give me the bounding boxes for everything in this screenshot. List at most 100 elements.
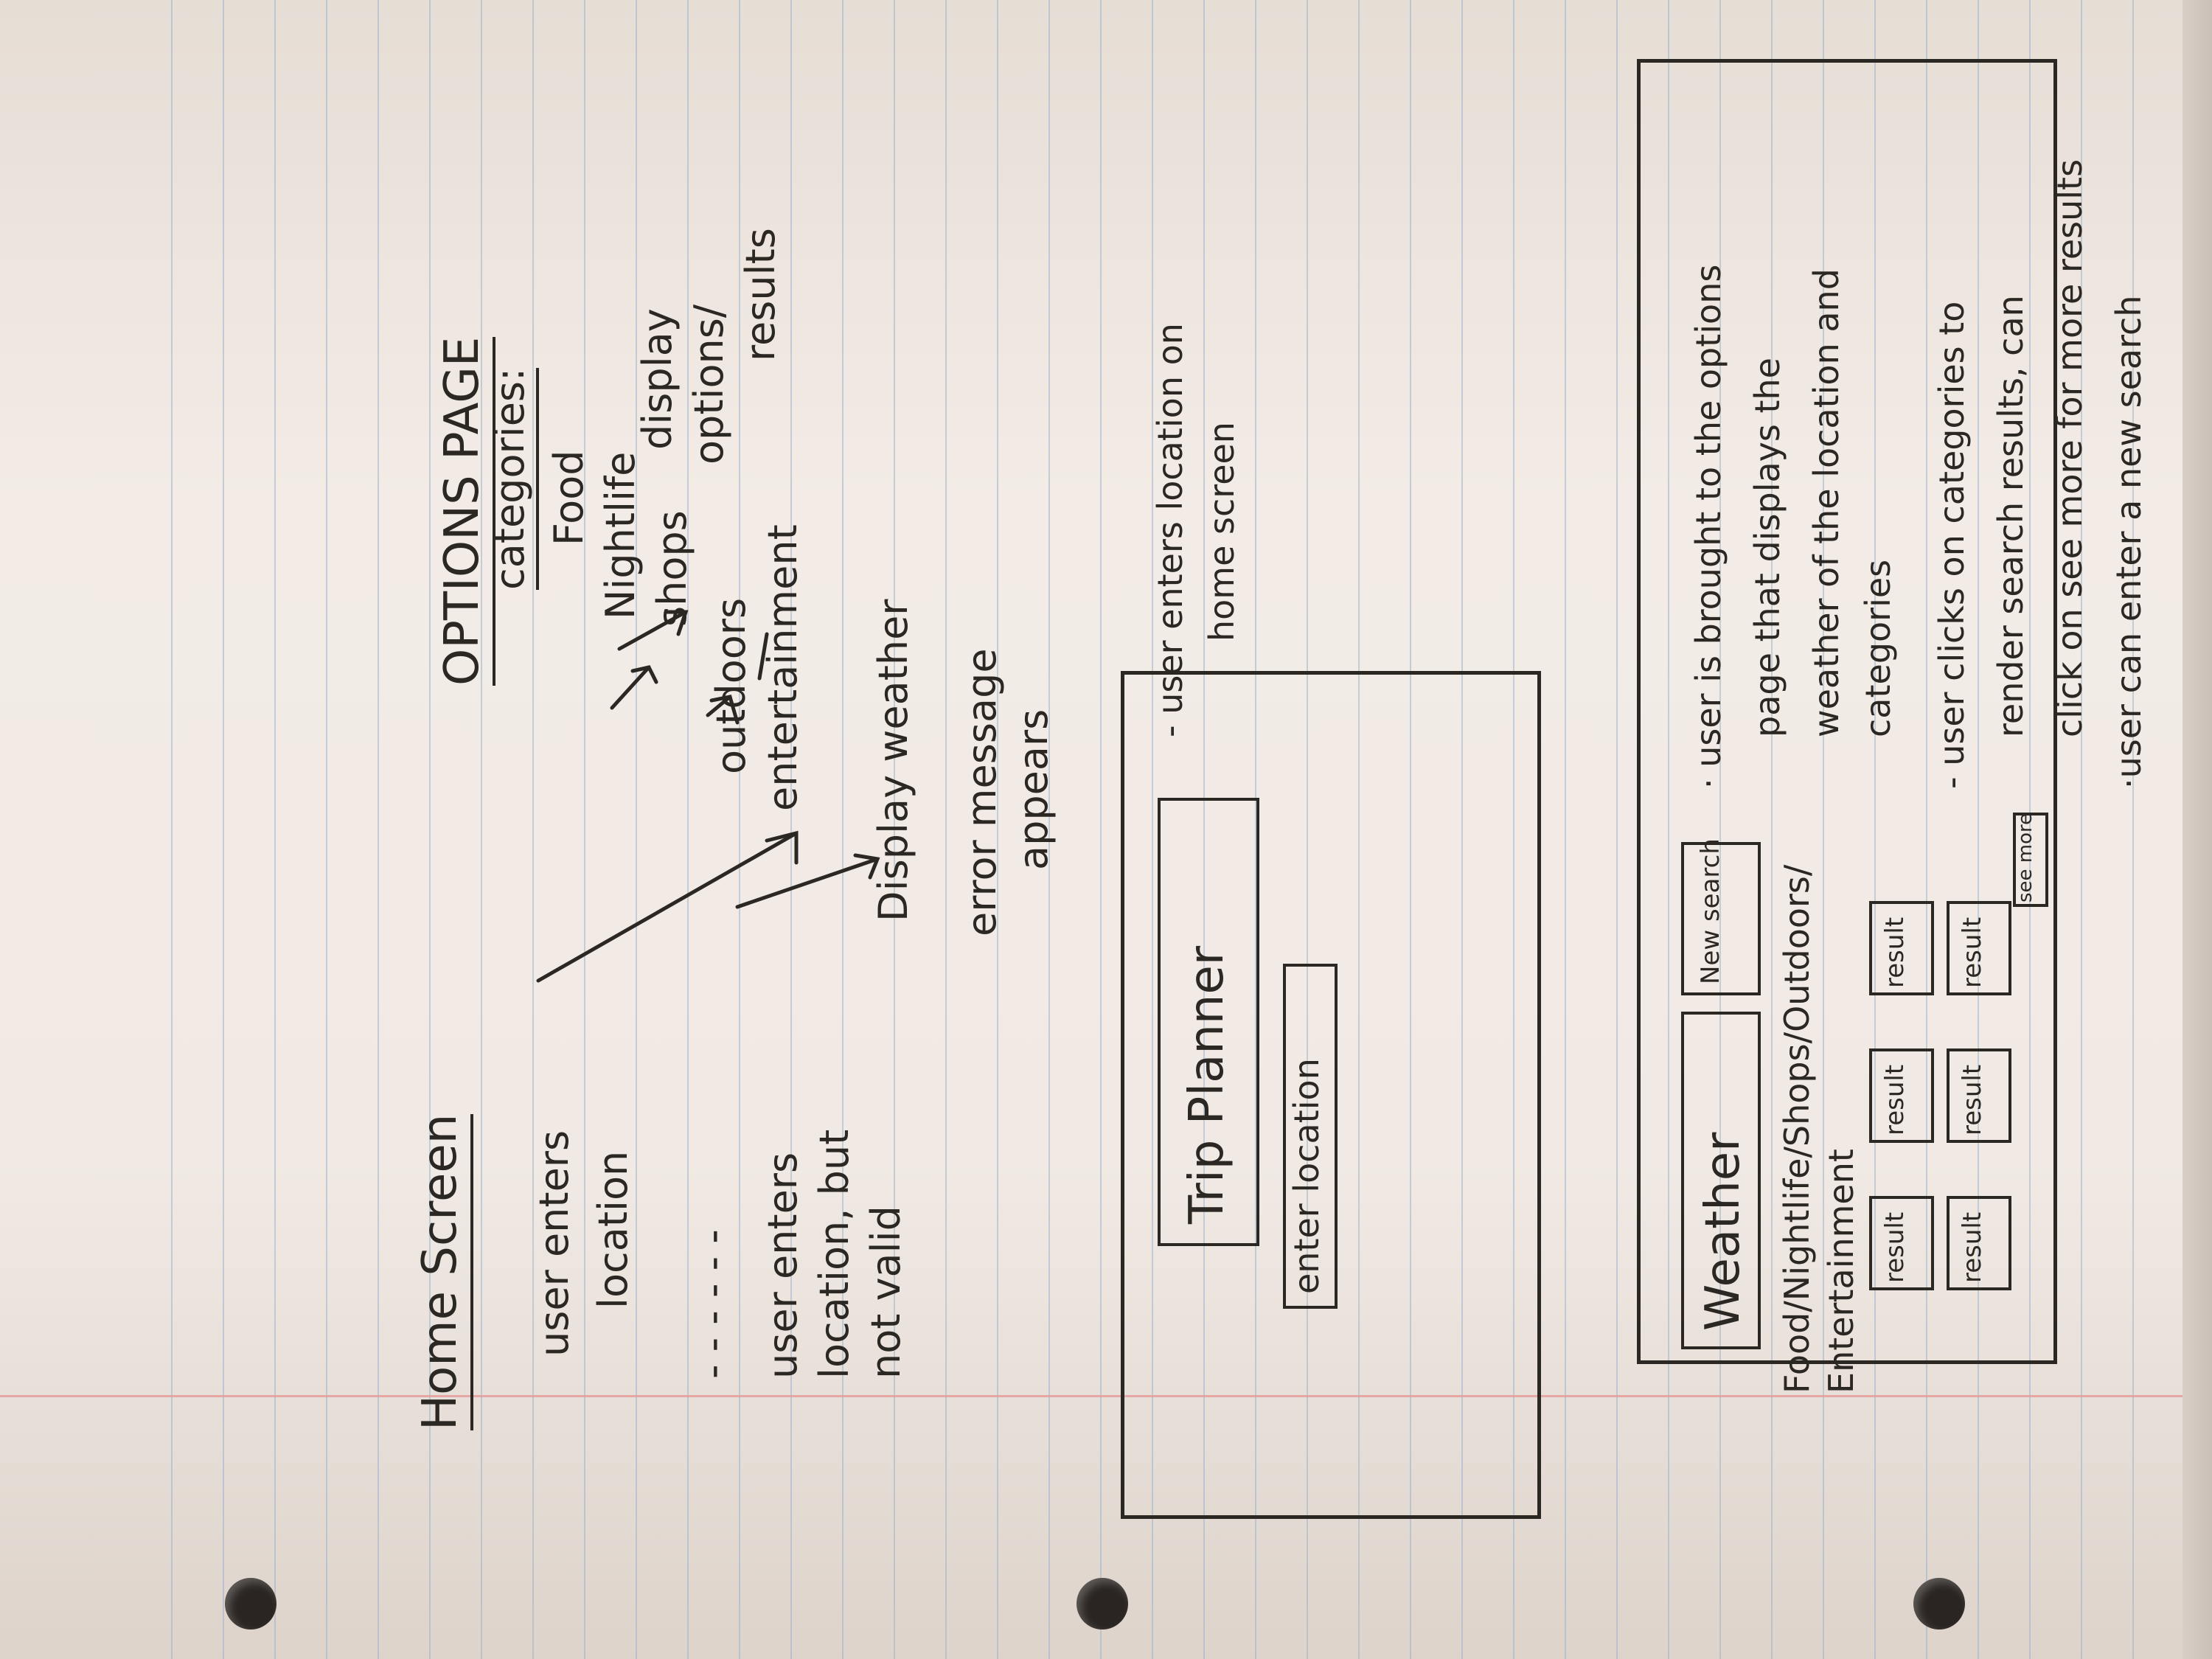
flow2-line2: location, but (811, 1129, 858, 1379)
options-note-line3: weather of the location and (1806, 268, 1846, 737)
rule-line (997, 0, 998, 1659)
rule-line (1823, 0, 1824, 1659)
arrow-head (709, 695, 740, 725)
result-label: result (1880, 917, 1910, 988)
results-note-line4: ·user can enter a new search (2109, 295, 2149, 789)
rule-line (945, 0, 947, 1659)
rule-line (1616, 0, 1618, 1659)
arrow-head (853, 853, 880, 880)
rule-line (1152, 0, 1153, 1659)
options-note-line1: · user is brought to the options (1688, 264, 1728, 789)
arrow-home-to-options (536, 831, 799, 983)
flow1-line2: location (590, 1150, 636, 1309)
results-note-line2: render search results, can (1991, 295, 2031, 737)
rule-line (223, 0, 224, 1659)
flow2-line1: user enters (759, 1152, 806, 1379)
display-line2: options/ (686, 304, 732, 465)
display-line1: display (634, 308, 681, 450)
rule-line (636, 0, 637, 1659)
result-label: result (1958, 1064, 1987, 1135)
rule-line (1358, 0, 1360, 1659)
options-note-line4: categories (1858, 559, 1898, 737)
app-title: Trip Planner (1180, 945, 1234, 1224)
error-line1: error message (959, 648, 1005, 936)
rule-line (894, 0, 895, 1659)
rule-line (481, 0, 482, 1659)
rule-line (1048, 0, 1050, 1659)
rule-line (1978, 0, 1979, 1659)
category-nightlife: Nightlife (597, 451, 644, 619)
rule-line (378, 0, 379, 1659)
rule-line (1668, 0, 1669, 1659)
category-shops: shops (649, 510, 695, 627)
error-line2: appears (1010, 709, 1057, 870)
rule-line (1461, 0, 1463, 1659)
arrow-entertainment (757, 632, 769, 681)
home-note-line2: home screen (1202, 422, 1242, 641)
results-note-line1: - user clicks on categories to (1932, 301, 1972, 789)
categories-label: categories: (487, 367, 539, 590)
rule-line (1513, 0, 1514, 1659)
categories-line1[interactable]: Food/Nightlife/Shops/Outdoors/ (1777, 864, 1817, 1394)
rule-line (1410, 0, 1411, 1659)
rule-line (1255, 0, 1256, 1659)
rule-line (687, 0, 689, 1659)
rule-line (1203, 0, 1205, 1659)
result-label: result (1880, 1064, 1910, 1135)
rule-line (2132, 0, 2134, 1659)
rule-line (1719, 0, 1721, 1659)
flow2-line3: not valid (863, 1206, 909, 1379)
categories-line2[interactable]: Entertainment (1821, 1149, 1861, 1394)
display-line3: results (737, 228, 784, 361)
rule-line (1926, 0, 1927, 1659)
rule-line (532, 0, 534, 1659)
rule-line (2081, 0, 2082, 1659)
rule-line (842, 0, 844, 1659)
result-label: result (1958, 1211, 1987, 1283)
arrow-head (630, 665, 658, 684)
rule-line (171, 0, 173, 1659)
home-screen-title: Home Screen (413, 1113, 473, 1430)
binder-hole (1913, 1578, 1965, 1630)
new-search-label: New search (1696, 838, 1725, 984)
category-outdoors: outdoors (708, 597, 754, 774)
result-label: result (1958, 917, 1987, 988)
dash-divider: - - - - - - (689, 1229, 736, 1379)
rule-line (274, 0, 276, 1659)
rule-line (790, 0, 792, 1659)
display-weather: Display weather (870, 599, 917, 922)
rule-line (1771, 0, 1773, 1659)
rule-line (1565, 0, 1566, 1659)
category-food: Food (546, 450, 592, 546)
rule-line (2029, 0, 2031, 1659)
rule-line (1100, 0, 1102, 1659)
binder-hole (1077, 1578, 1128, 1630)
rule-line (739, 0, 740, 1659)
home-note-line1: - user enters location on (1150, 323, 1190, 737)
see-more-label: see more (2014, 813, 2037, 902)
margin-line (0, 1395, 2212, 1397)
rule-line (429, 0, 431, 1659)
page-edge (2183, 0, 2212, 1659)
category-entertainment: entertainment (759, 524, 806, 811)
weather-label: Weather (1696, 1132, 1750, 1331)
results-note-line3: click on see more for more results (2050, 159, 2090, 737)
arrow-nightlife (617, 610, 688, 651)
result-label: result (1880, 1211, 1910, 1283)
arrow-error (735, 857, 880, 909)
arrow-outdoors (706, 695, 732, 717)
location-input-placeholder: enter location (1287, 1058, 1326, 1294)
rule-line (326, 0, 327, 1659)
arrow-head (765, 830, 799, 865)
options-note-line2: page that displays the (1747, 358, 1787, 737)
binder-hole (225, 1578, 276, 1630)
rule-line (1874, 0, 1876, 1659)
rule-line (584, 0, 585, 1659)
flow1-line1: user enters (531, 1130, 577, 1357)
arrow-shops (610, 665, 651, 710)
arrow-head (665, 610, 689, 636)
rule-line (1307, 0, 1308, 1659)
